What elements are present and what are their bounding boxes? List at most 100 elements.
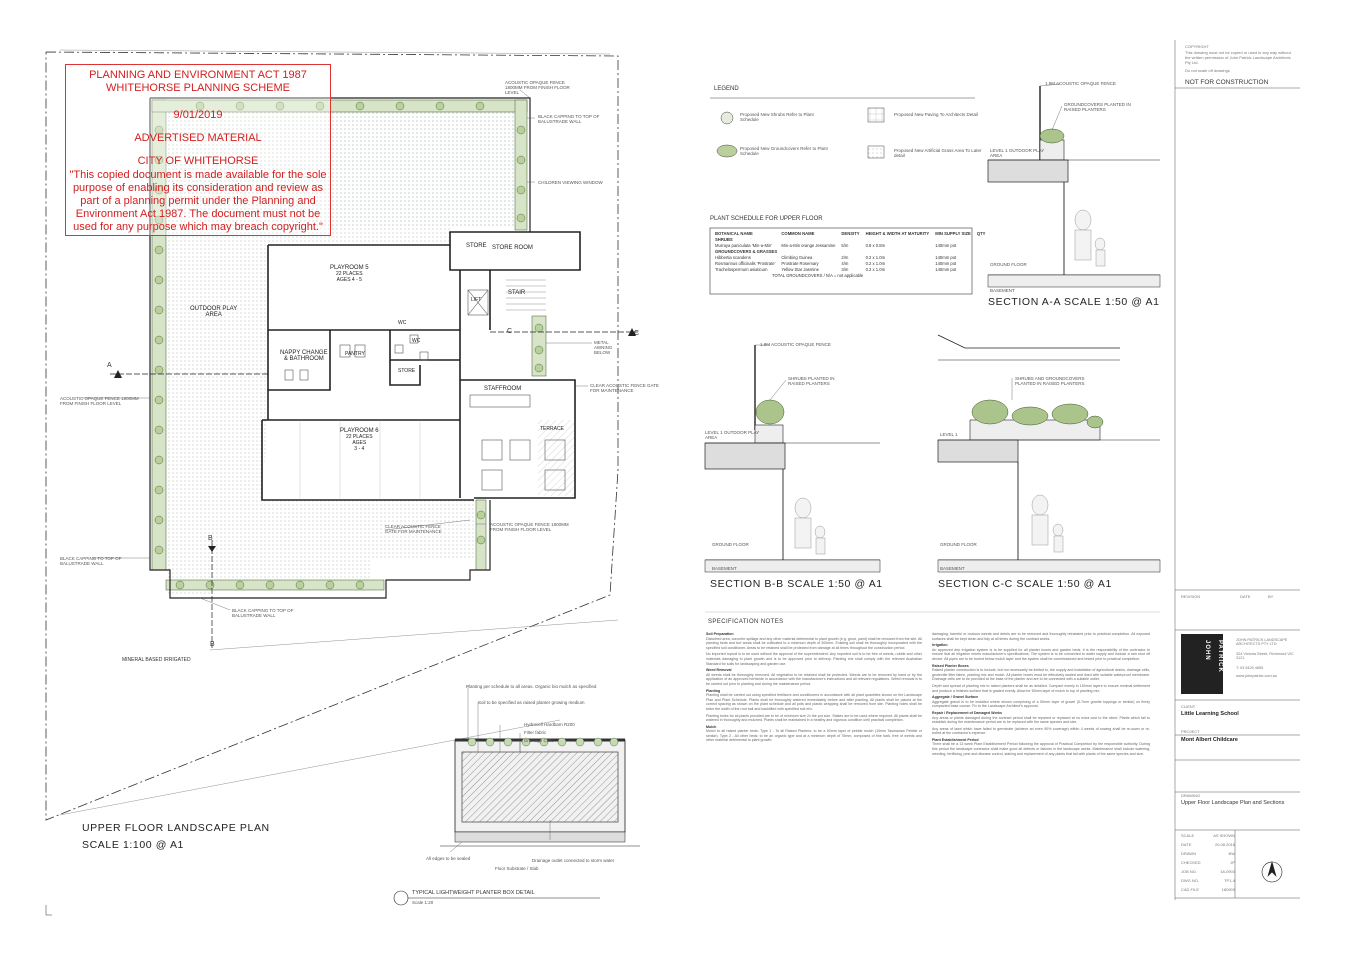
meta-value: 20.08.2018	[1214, 842, 1235, 847]
section-bb-title: SECTION B-B SCALE 1:50 @ A1	[710, 578, 883, 590]
spec-para: Any areas of lawn which have failed to g…	[932, 726, 1150, 736]
building-walls	[261, 231, 581, 501]
spec-para: damaging, harmful or noxious weeds and d…	[932, 632, 1150, 641]
meta-key: JOB NO.	[1181, 869, 1198, 874]
schedule-group: GROUNDCOVERS & GRASSES	[715, 249, 778, 254]
marker-c: C	[507, 328, 513, 335]
drawing-label: DRAWING	[1181, 793, 1201, 798]
detail-callout: Floor Substrate / Slab	[495, 866, 539, 871]
table-row: Hibbertia scandens Climbing Guinea 2/m 0…	[712, 255, 988, 261]
cc-level: LEVEL 1	[940, 432, 958, 437]
schedule-cell: 2/m	[841, 255, 849, 260]
logo-text: PATRICK	[1217, 640, 1223, 673]
schedule-cell: 0.2 x 1.0m	[865, 267, 886, 272]
legend-item: Proposed New Artificial Grass Area To La…	[894, 148, 982, 158]
spec-para: Depth and spread of planting mix to rais…	[932, 683, 1150, 693]
spec-heading: Weed Removal	[706, 668, 732, 673]
schedule-header: HEIGHT & WIDTH AT MATURITY	[865, 231, 930, 236]
spec-para: There shall be a 13 week Plant Establish…	[932, 742, 1150, 756]
schedule-cell: Hibbertia scandens	[715, 255, 751, 260]
stamp-notice: "This copied document is made available …	[69, 169, 327, 233]
section-cc-title: SECTION C-C SCALE 1:50 @ A1	[938, 578, 1112, 590]
plan-title: UPPER FLOOR LANDSCAPE PLAN	[82, 822, 270, 834]
schedule-cell: Trachelospermum asiaticum	[715, 267, 768, 272]
marker-a: A	[107, 362, 112, 369]
aa-level: LEVEL 1 OUTDOOR PLAY AREA	[990, 148, 1045, 158]
bb-fence: 1.8M ACOUSTIC OPAQUE FENCE	[760, 342, 831, 347]
schedule-cell: Prostrate Rosemary	[781, 261, 819, 266]
legend-item: Proposed New Shrubs Refer to Plant Sched…	[740, 112, 814, 122]
spec-heading: Raised Planter Boxes	[932, 663, 969, 668]
table-row: TOTAL GROUNDCOVERS / N/A = not applicabl…	[712, 273, 988, 279]
section-aa-drawing	[987, 86, 1161, 288]
legend-item: Proposed New Paving To Architects Detail	[894, 112, 978, 117]
bb-ground: GROUND FLOOR	[712, 542, 749, 547]
schedule-cell: 5/m	[841, 243, 849, 248]
room-wc: WC	[398, 320, 407, 326]
schedule-cell: 0.2 x 1.0m	[865, 255, 886, 260]
spec-heading: Soil Preparation	[706, 632, 734, 636]
copyright-label: COPYRIGHT	[1185, 44, 1209, 49]
room-places: 22 PLACES	[345, 434, 373, 440]
room-label: OUTDOOR PLAY	[190, 306, 238, 312]
firm-logo-block	[1181, 634, 1223, 694]
meta-key: CHECKED	[1181, 860, 1201, 865]
spec-title: SPECIFICATION NOTES	[708, 619, 784, 625]
room-playroom5: PLAYROOM 5 22 PLACES AGES 4 - 5	[330, 265, 369, 283]
schedule-cell: 4/m	[841, 261, 849, 266]
spec-para: An approved drip irrigation system is to…	[932, 647, 1150, 661]
section-cc-drawing	[937, 334, 1161, 573]
shrub-dots	[154, 101, 544, 590]
status-label: NOT FOR CONSTRUCTION	[1185, 79, 1269, 86]
note-metal-awning: METAL AWNING BELOW	[594, 340, 613, 355]
room-store-room: STORE ROOM	[492, 245, 533, 251]
room-label: & BATHROOM	[283, 356, 324, 362]
table-row: Rosmarinus officinalis 'Prostrate' Prost…	[712, 261, 988, 267]
room-terrace: TERRACE	[540, 426, 564, 432]
artificial-grass-top	[156, 112, 522, 226]
spec-heading: Aggregate / Gravel Surface	[932, 695, 979, 700]
schedule-frame	[709, 227, 973, 295]
spec-para: Any areas or plants damaged during the c…	[932, 715, 1150, 725]
bb-planter: SHRUBS PLANTED IN RAISED PLANTERS	[788, 376, 835, 386]
spec-heading: Mulch	[706, 724, 717, 729]
schedule-group-row: GROUNDCOVERS & GRASSES	[712, 249, 988, 255]
firm-logo-2: PATRICK	[1207, 640, 1223, 690]
revision-label: REVISION	[1181, 594, 1201, 599]
schedule-cell: 3/m	[841, 267, 849, 272]
building-fixtures	[284, 279, 566, 491]
north-arrow	[1261, 860, 1283, 883]
client-value: Little Learning School	[1181, 711, 1239, 717]
marker-b: B	[208, 535, 213, 542]
note-black-capping-left: BLACK CAPPING TO TOP OF BALUSTRADE WALL	[60, 556, 122, 566]
room-store: STORE	[466, 243, 487, 249]
section-marker-lines	[110, 331, 638, 648]
note-clear-acoustic: CLEAR ACOUSTIC FENCE GATE FOR MAINTENANC…	[590, 383, 659, 393]
spec-para: Planting holes for all plants provided a…	[706, 713, 922, 723]
firm-web: www.johnpatrick.com.au	[1236, 674, 1277, 678]
table-row: Trachelospermum asiaticum Yellow Star Ja…	[712, 267, 988, 273]
aa-fence: 1.8M ACOUSTIC OPAQUE FENCE	[1045, 81, 1116, 86]
detail-callout: All edges to be sealed	[426, 856, 471, 861]
section-aa-title: SECTION A-A SCALE 1:50 @ A1	[988, 296, 1160, 308]
drawing-value: Upper Floor Landscape Plan and Sections	[1181, 800, 1285, 806]
spec-heading: Irrigation	[932, 643, 948, 648]
cc-planter: SHRUBS AND GROUNDCOVERS PLANTED IN RAISE…	[1015, 376, 1085, 386]
project-value: Mont Albert Childcare	[1181, 737, 1238, 743]
title-block-frame	[1174, 40, 1300, 900]
legend-title: LEGEND	[714, 86, 739, 92]
marker-b-2: B	[210, 641, 215, 648]
leader-lines	[82, 89, 592, 611]
meta-row: JOB NO.18-0903	[1181, 869, 1235, 878]
schedule-cell: 140mm pot	[935, 267, 957, 272]
room-places: 22 PLACES	[335, 271, 363, 277]
date-label: DATE	[1240, 594, 1251, 599]
meta-key: SCALE	[1181, 833, 1195, 838]
detail-scale: Scale 1:20	[412, 900, 434, 905]
schedule-cell: Murraya paniculata 'Min-a-Min'	[715, 243, 772, 248]
